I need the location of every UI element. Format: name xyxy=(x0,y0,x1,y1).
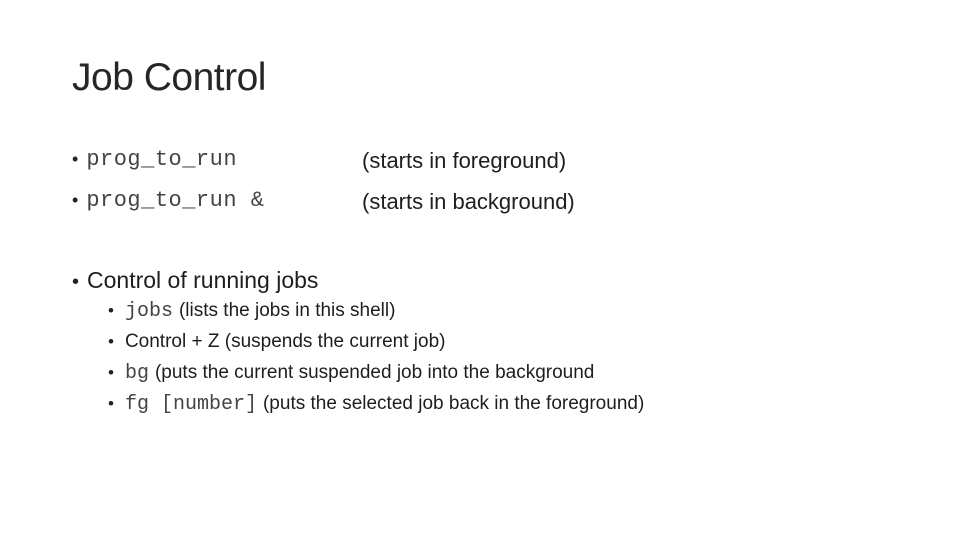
code-text: fg [number] xyxy=(124,393,257,416)
code-text: bg xyxy=(124,362,149,385)
control-items-list: • jobs (lists the jobs in this shell) • … xyxy=(108,300,644,424)
control-item-suspend: • Control + Z (suspends the current job) xyxy=(108,331,644,362)
bullet-dot: • xyxy=(108,363,114,382)
command-text: prog_to_run xyxy=(86,147,238,172)
bullet-dot: • xyxy=(72,190,79,210)
bullet-dot: • xyxy=(108,394,114,413)
code-text: jobs xyxy=(124,300,173,323)
bullet-dot: • xyxy=(72,271,80,293)
slide-title: Job Control xyxy=(72,56,266,99)
control-item-fg: • fg [number] (puts the selected job bac… xyxy=(108,393,644,424)
launch-bullet-foreground: • prog_to_run xyxy=(72,147,237,172)
control-item-bg: • bg (puts the current suspended job int… xyxy=(108,362,644,393)
bullet-dot: • xyxy=(108,301,114,320)
control-item-jobs: • jobs (lists the jobs in this shell) xyxy=(108,300,644,331)
launch-bullet-background: • prog_to_run & xyxy=(72,188,264,213)
control-section-heading: • Control of running jobs xyxy=(72,267,318,294)
launch-note-foreground: (starts in foreground) xyxy=(362,148,567,173)
bullet-dot: • xyxy=(108,332,114,351)
bullet-dot: • xyxy=(72,149,79,169)
command-text: prog_to_run & xyxy=(86,188,265,213)
item-text: (lists the jobs in this shell) xyxy=(178,300,396,321)
item-text: (puts the selected job back in the foreg… xyxy=(262,393,645,414)
item-text: Control + Z (suspends the current job) xyxy=(124,331,446,352)
launch-note-background: (starts in background) xyxy=(362,189,575,214)
item-text: (puts the current suspended job into the… xyxy=(154,362,595,383)
control-heading-text: Control of running jobs xyxy=(87,267,319,293)
